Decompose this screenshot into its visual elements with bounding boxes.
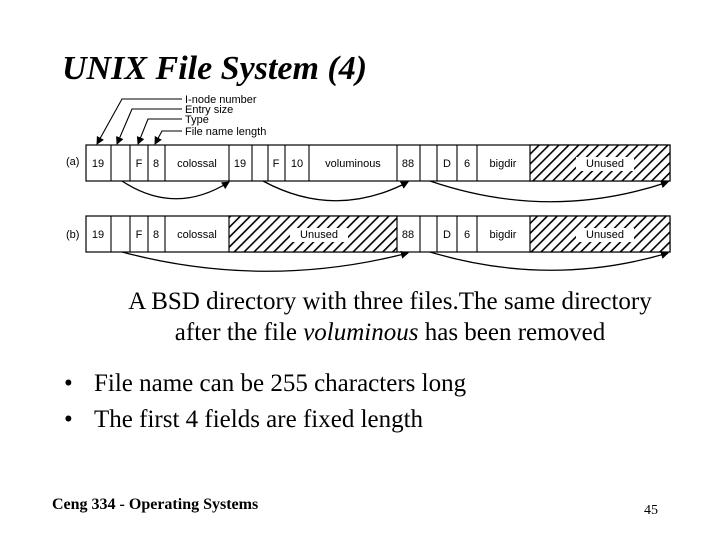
row-a-inode-3: 88 bbox=[402, 158, 414, 170]
caption-emphasis: voluminous bbox=[303, 319, 419, 346]
row-b-inode-1: 19 bbox=[92, 229, 104, 241]
row-a-name-1: colossal bbox=[177, 158, 217, 170]
caption-line-2-pre: after the file bbox=[174, 319, 304, 346]
bullet-text: File name can be 255 characters long bbox=[94, 370, 467, 397]
row-a-inode-1: 19 bbox=[92, 158, 104, 170]
row-b: 19 F 8 colossal 88 D 6 bigdir Unused Unu… bbox=[85, 215, 671, 272]
caption-line-1: A BSD directory with three files.The sam… bbox=[128, 288, 652, 315]
bullet-list: • File name can be 255 characters long • T… bbox=[64, 366, 466, 438]
row-a-link-3 bbox=[429, 180, 669, 203]
figure-caption: A BSD directory with three files.The sam… bbox=[60, 286, 720, 348]
leader-name-length bbox=[154, 130, 182, 145]
row-a-type-3: D bbox=[443, 158, 451, 170]
label-file-name-length: File name length bbox=[185, 126, 266, 138]
row-a-tag: (a) bbox=[66, 156, 79, 168]
row-b-name-1: colossal bbox=[177, 229, 217, 241]
row-b-name-3: bigdir bbox=[490, 229, 517, 241]
row-a-name-2: voluminous bbox=[325, 158, 381, 170]
leader-inode bbox=[96, 98, 182, 145]
row-b-link-2 bbox=[429, 251, 669, 271]
row-a-namelen-2: 10 bbox=[291, 158, 303, 170]
row-a-link-2 bbox=[262, 180, 409, 202]
slide-footer: Ceng 334 - Operating Systems bbox=[52, 496, 259, 513]
row-a-unused-label: Unused bbox=[586, 158, 624, 170]
row-b-unused-label-1: Unused bbox=[300, 229, 338, 241]
row-b-namelen-3: 6 bbox=[464, 229, 470, 241]
field-labels: I-node number Entry size Type File name … bbox=[185, 94, 266, 138]
label-leaders bbox=[96, 98, 182, 145]
row-a-name-3: bigdir bbox=[490, 158, 517, 170]
row-b-link-1 bbox=[121, 250, 409, 272]
leader-entry-size bbox=[116, 108, 182, 145]
label-type: Type bbox=[185, 114, 209, 126]
leader-type bbox=[136, 118, 182, 145]
row-b-inode-3: 88 bbox=[402, 229, 414, 241]
bullet-dot-icon: • bbox=[64, 406, 73, 433]
row-a-link-1 bbox=[121, 180, 230, 200]
bsd-directory-figure: I-node number Entry size Type File name … bbox=[66, 94, 671, 272]
page-number: 45 bbox=[644, 503, 658, 518]
row-a-inode-2: 19 bbox=[234, 158, 246, 170]
row-b-type-3: D bbox=[443, 229, 451, 241]
row-b-namelen-1: 8 bbox=[153, 229, 159, 241]
slide-title: UNIX File System (4) bbox=[62, 50, 368, 87]
bullet-item: • File name can be 255 characters long bbox=[64, 366, 466, 402]
caption-line-2-post: has been removed bbox=[418, 319, 606, 346]
caption-line-2: after the file voluminous has been remov… bbox=[60, 317, 720, 348]
row-b-tag: (b) bbox=[66, 229, 79, 241]
row-a: 19 F 8 colossal 19 F 10 voluminous 88 D … bbox=[85, 144, 671, 203]
label-inode-number: I-node number bbox=[185, 94, 257, 106]
label-entry-size: Entry size bbox=[185, 104, 233, 116]
row-a-type-2: F bbox=[273, 158, 280, 170]
bullet-text: The first 4 fields are fixed length bbox=[94, 406, 424, 433]
row-a-namelen-1: 8 bbox=[153, 158, 159, 170]
row-b-type-1: F bbox=[136, 229, 143, 241]
row-a-type-1: F bbox=[136, 158, 143, 170]
bullet-dot-icon: • bbox=[64, 370, 73, 397]
bullet-item: • The first 4 fields are fixed length bbox=[64, 402, 466, 438]
row-b-unused-label-2: Unused bbox=[586, 229, 624, 241]
row-a-namelen-3: 6 bbox=[464, 158, 470, 170]
